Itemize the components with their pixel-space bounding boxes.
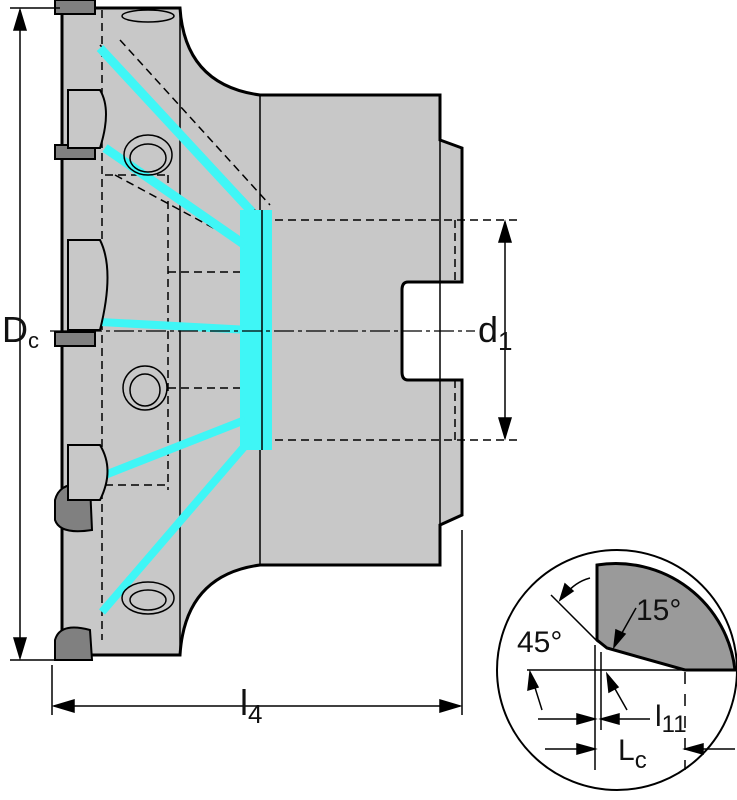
l11-label: l11 (655, 700, 687, 738)
coolant-channels (96, 44, 272, 615)
d1-label: d1 (478, 309, 513, 356)
l4-label: l4 (240, 682, 262, 729)
angle-45-label: 45° (517, 626, 562, 659)
insert-detail: 45° 15° l11 Lc (496, 549, 737, 791)
inserts (54, 0, 109, 661)
lc-label: Lc (618, 734, 647, 774)
dc-label: Dc (2, 309, 39, 353)
screw-holes (121, 9, 175, 615)
dimension-lines (10, 7, 513, 715)
angle-15-label: 15° (636, 594, 681, 627)
